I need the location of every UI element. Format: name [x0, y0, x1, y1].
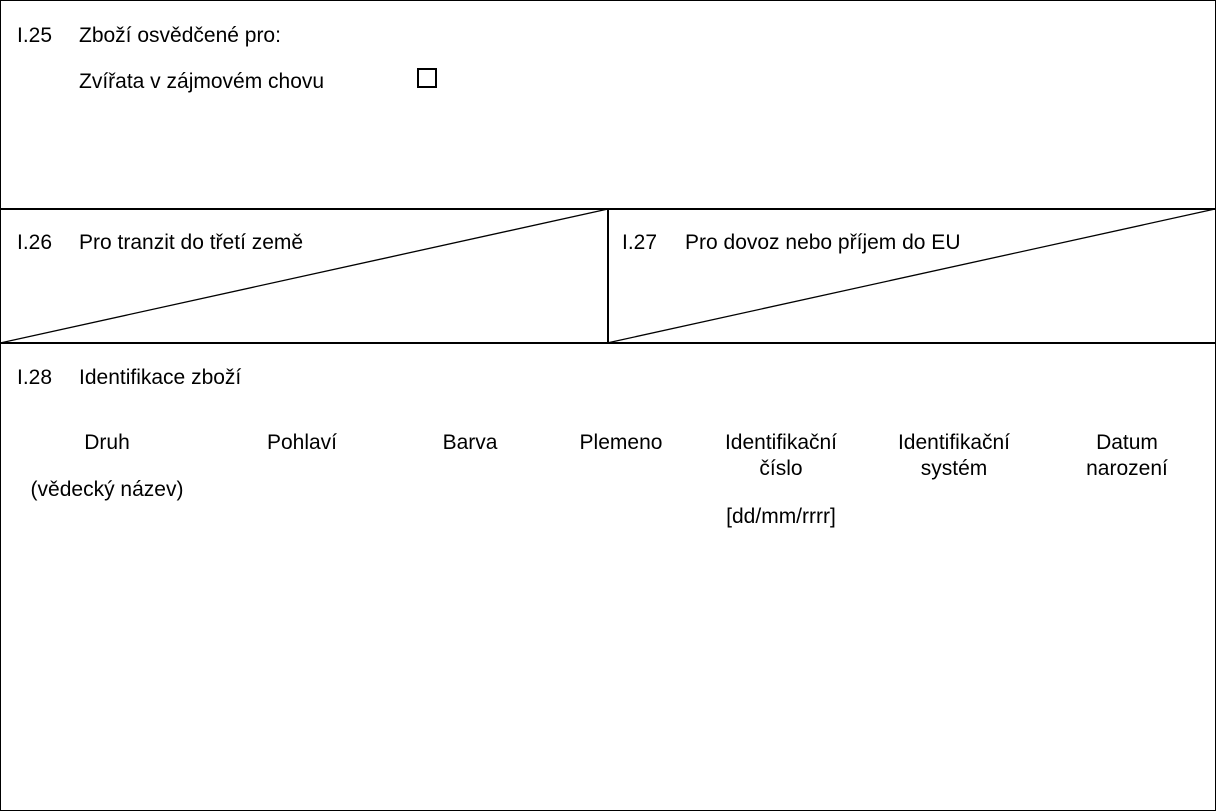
section-i27-title: Pro dovoz nebo příjem do EU [685, 231, 961, 254]
col-header-druh: Druh [84, 431, 130, 454]
section-i28-box [0, 342, 1216, 811]
section-i26-box [0, 208, 609, 344]
pets-checkbox[interactable] [417, 68, 437, 88]
section-i26-strike-line [0, 208, 609, 344]
col-header-id-cislo-line1: Identifikační [724, 431, 838, 454]
col-header-datum-line1: Datum [1096, 431, 1158, 454]
section-i26-title: Pro tranzit do třetí země [79, 231, 304, 254]
col-header-datum-line2: narození [1086, 457, 1168, 480]
section-i27-number: I.27 [622, 231, 658, 254]
col-header-id-system-line1: Identifikační [897, 431, 1011, 454]
section-i28-number: I.28 [17, 366, 53, 389]
col-header-datum-format: [dd/mm/rrrr] [726, 505, 836, 528]
section-i25-title: Zboží osvědčené pro: [79, 24, 281, 47]
section-i27-strike-line [606, 208, 1216, 344]
col-header-pohlavi: Pohlaví [266, 431, 338, 454]
col-header-id-cislo-line2: číslo [759, 457, 803, 480]
col-header-druh-sub: (vědecký název) [30, 478, 184, 501]
col-header-id-system-line2: systém [920, 457, 988, 480]
section-i25-number: I.25 [17, 24, 53, 47]
section-i28-title: Identifikace zboží [79, 366, 242, 389]
pets-option-label: Zvířata v zájmovém chovu [79, 70, 325, 93]
col-header-barva: Barva [442, 431, 498, 454]
section-i26-number: I.26 [17, 231, 53, 254]
col-header-plemeno: Plemeno [579, 431, 663, 454]
